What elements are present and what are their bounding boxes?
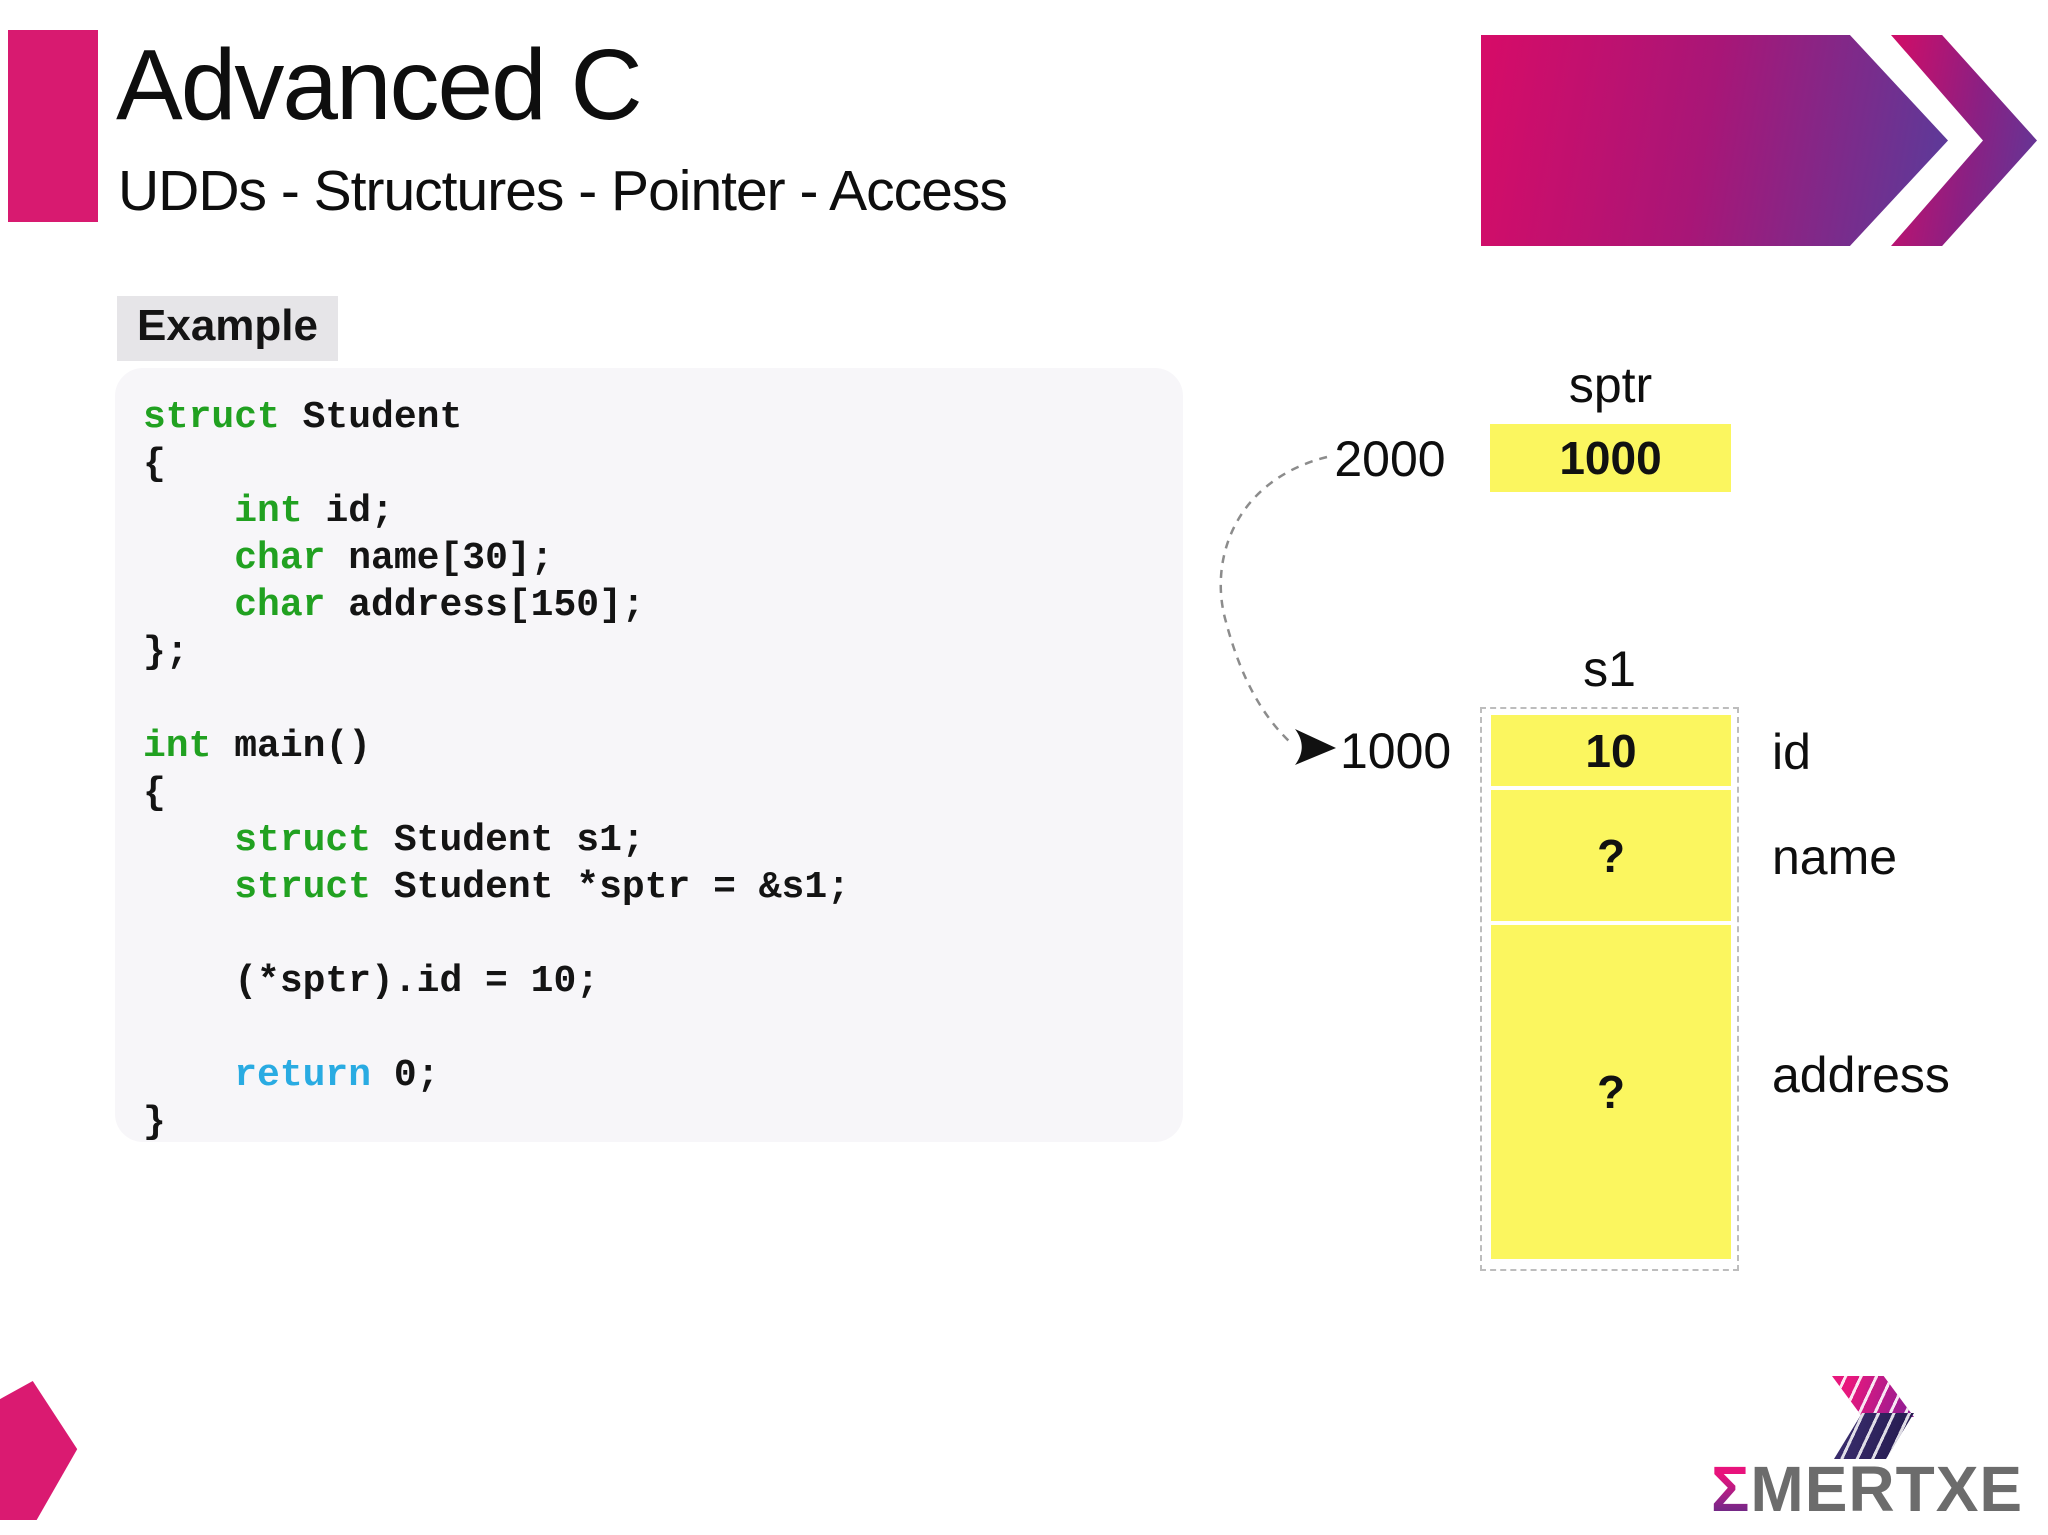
code-line: int main() [143,725,372,768]
s1-address-label: 1000 [1340,723,1452,779]
memory-cell-id: 10 [1491,715,1731,786]
code-block: struct Student{ int id; char name[30]; c… [115,368,1183,1144]
emertxe-logo: ΣMERTXE [1711,1452,2023,1526]
s1-variable-label: s1 [1583,641,1636,697]
logo-chevron-top-icon [1832,1376,1914,1417]
code-line: struct Student s1; [234,819,645,862]
accent-rectangle [8,30,98,222]
code-line: struct Student [143,396,463,439]
code-line: } [143,1101,166,1144]
logo-sigma: Σ [1711,1453,1751,1525]
sptr-memory-cell: 1000 [1490,424,1731,492]
code-line: return 0; [234,1054,440,1097]
field-label-name: name [1772,829,1898,885]
code-line: }; [143,631,189,674]
code-line [143,676,1173,723]
sptr-variable-label: sptr [1568,357,1653,413]
code-line [143,1005,1173,1052]
code-line [143,911,1173,958]
sptr-address-label: 2000 [1334,431,1446,487]
code-line: { [143,443,166,486]
field-label-id: id [1772,724,1811,780]
memory-cell-address: ? [1491,925,1731,1259]
pointer-curve-path [1219,455,1328,745]
code-line: int id; [234,490,394,533]
example-heading: Example [117,296,338,361]
logo-text: MERTXE [1750,1453,2024,1525]
arrowhead-icon [1295,729,1336,765]
page-subtitle: UDDs - Structures - Pointer - Access [118,159,1008,223]
footer-arrow-graphic [0,1381,78,1520]
header-arrow-graphic [1481,35,1948,246]
memory-cell-name: ? [1491,790,1731,921]
code-line: (*sptr).id = 10; [143,960,600,1003]
page-title: Advanced C [116,29,643,141]
code-line: struct Student *sptr = &s1; [234,866,850,909]
field-label-address: address [1772,1047,1950,1103]
code-line: char address[150]; [234,584,645,627]
code-line: char name[30]; [234,537,554,580]
code-line: { [143,772,166,815]
